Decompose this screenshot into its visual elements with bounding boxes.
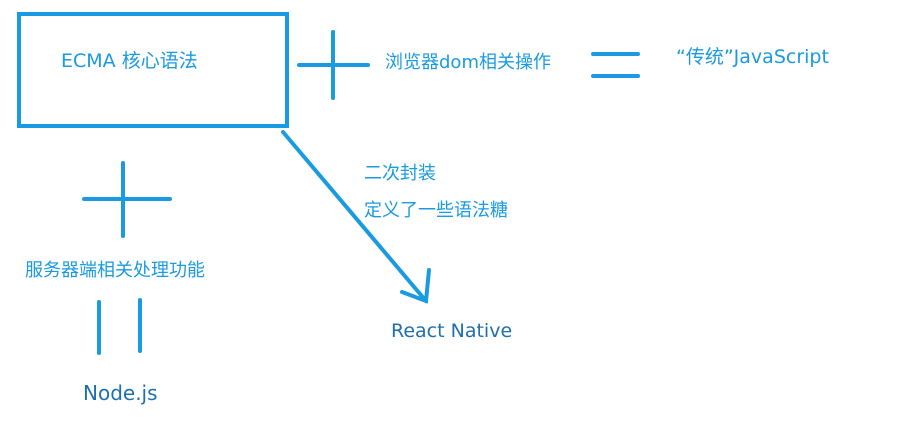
ecma-box: [17, 12, 289, 128]
dom-label: 浏览器dom相关操作: [385, 52, 551, 73]
ecma-label: ECMA 核心语法: [61, 50, 198, 72]
arrow-to-react-native: [281, 130, 431, 304]
annotation-line-2: 定义了一些语法糖: [364, 200, 508, 221]
equals-sign: [591, 52, 640, 78]
double-bar-sign: [97, 298, 142, 355]
annotation-line-1: 二次封装: [364, 163, 436, 184]
plus-sign-top: [297, 30, 370, 100]
nodejs-label: Node.js: [83, 381, 158, 405]
plus-sign-left: [82, 161, 172, 238]
server-label: 服务器端相关处理功能: [25, 260, 205, 281]
react-native-label: React Native: [391, 320, 513, 342]
traditional-js-label: “传统”JavaScript: [676, 46, 829, 68]
